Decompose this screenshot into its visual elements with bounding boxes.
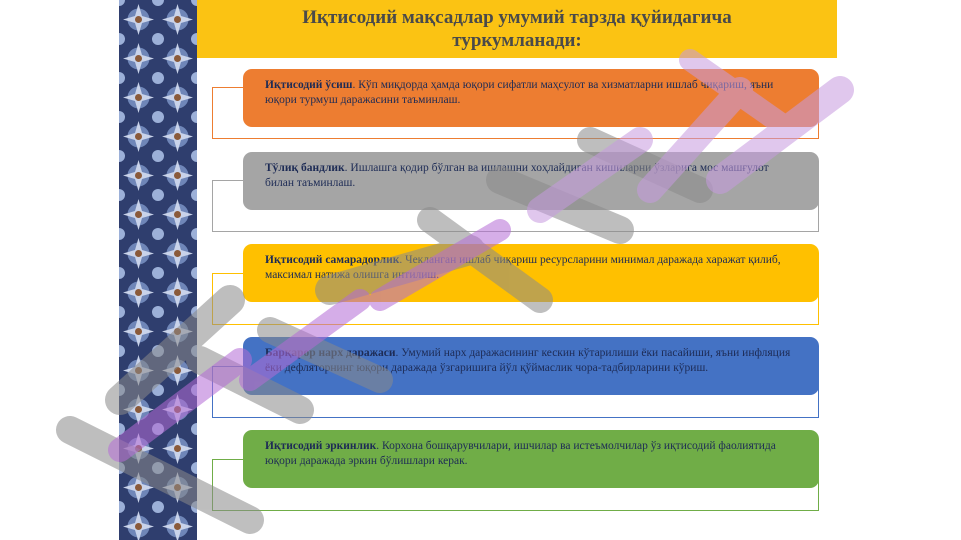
item-term: Иқтисодий ўсиш (265, 79, 353, 91)
item-card-5: Иқтисодий эркинлик. Корхона бошқарувчила… (243, 430, 819, 488)
item-card-4: Барқарор нарх даражаси. Умумий нарх дара… (243, 337, 819, 395)
item-card-2: Тўлиқ бандлик. Ишлашга қодир бўлган ва и… (243, 152, 819, 210)
item-card-3: Иқтисодий самарадорлик. Чекланган ишлаб … (243, 244, 819, 302)
title-bar: Иқтисодий мақсадлар умумий тарзда қуйида… (197, 0, 837, 58)
item-term: Иқтисодий самарадорлик (265, 254, 400, 266)
page-title: Иқтисодий мақсадлар умумий тарзда қуйида… (302, 7, 732, 51)
item-term: Иқтисодий эркинлик (265, 440, 377, 452)
item-text: . Корхона бошқарувчилари, ишчилар ва ист… (265, 440, 776, 467)
decorative-tile-strip (119, 0, 197, 540)
item-term: Барқарор нарх даражаси (265, 347, 396, 359)
item-card-1: Иқтисодий ўсиш. Кўп миқдорда ҳамда юқори… (243, 69, 819, 127)
item-term: Тўлиқ бандлик (265, 162, 345, 174)
